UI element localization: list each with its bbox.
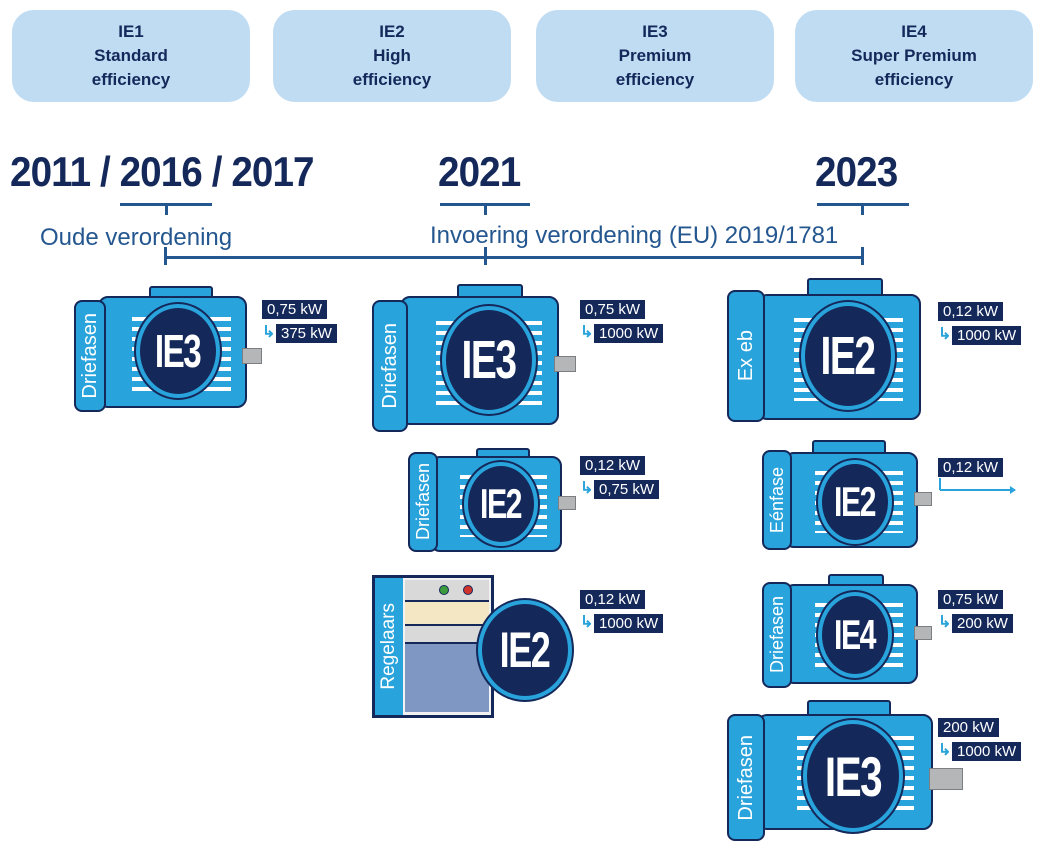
class-suffix: efficiency (615, 70, 695, 89)
arrow-icon: ↳ (580, 480, 594, 497)
year-label-2: 2021 (438, 148, 521, 195)
led-green-icon (439, 585, 449, 595)
motor-single-phase-ie2: Eénfase IE2 (762, 440, 937, 552)
motor-endcap: Eénfase (762, 450, 792, 550)
efficiency-badge: IE2 (464, 462, 538, 546)
controller-dots-panel (405, 626, 489, 644)
power-from: 0,75 kW (580, 300, 646, 319)
year-label-1: 2011 / 2016 / 2017 (10, 148, 315, 195)
efficiency-badge: IE2 (478, 600, 572, 700)
motor-type-label: Driefasen (378, 323, 401, 409)
controller-side-strip: Regelaars (375, 578, 403, 715)
efficiency-badge: IE3 (136, 304, 220, 398)
arrow-icon: ↳ (580, 324, 594, 341)
power-to: 375 kW (276, 324, 337, 343)
motor-three-phase-ie3-early: Driefasen IE3 (74, 286, 264, 412)
motor-three-phase-ie2-small: Driefasen IE2 (408, 448, 578, 558)
motor-three-phase-ie4: Driefasen IE4 (762, 574, 937, 690)
efficiency-badge: IE2 (818, 460, 892, 544)
motor-endcap: Driefasen (762, 582, 792, 688)
motor-three-phase-ie3-high-power: Driefasen IE3 (727, 700, 967, 841)
power-to: 1000 kW (952, 326, 1022, 345)
class-ie3-box: IE3 Premium efficiency (536, 10, 774, 102)
power-from: 0,75 kW (938, 590, 1004, 609)
motor-shaft (914, 492, 932, 506)
class-ie4-box: IE4 Super Premium efficiency (795, 10, 1033, 102)
controller-mid-panel (405, 602, 489, 626)
class-code: IE1 (118, 22, 144, 41)
power-to: 1000 kW (594, 324, 664, 343)
class-ie1-box: IE1 Standard efficiency (12, 10, 250, 102)
efficiency-badge: IE4 (818, 592, 892, 678)
motor-endcap: Driefasen (372, 300, 408, 432)
motor-type-label: Driefasen (766, 596, 787, 674)
timeline-drop-1 (164, 247, 167, 265)
power-to: 1000 kW (594, 614, 664, 633)
old-regulation-label: Oude verordening (40, 224, 233, 251)
class-code: IE4 (901, 22, 927, 41)
motor-ex-eb-ie2: Ex eb IE2 (727, 278, 937, 426)
class-code: IE3 (642, 22, 668, 41)
controller-cabinet: Regelaars (372, 575, 494, 718)
class-suffix: efficiency (352, 70, 432, 89)
controller-display-panel (405, 580, 489, 602)
motor-endcap: Driefasen (408, 452, 438, 552)
open-ended-arrow-icon (939, 478, 1016, 494)
motor-endcap: Driefasen (74, 300, 106, 412)
motor-endcap: Ex eb (727, 290, 765, 422)
year1-tick (165, 203, 168, 215)
timeline-drop-3 (861, 247, 864, 265)
class-code: IE2 (379, 22, 405, 41)
power-to: 200 kW (952, 614, 1013, 633)
controller-lower-panel (405, 644, 489, 712)
motor-type-label: Driefasen (734, 734, 757, 821)
class-suffix: efficiency (874, 70, 954, 89)
timeline-drop-2 (484, 247, 487, 265)
motor-type-label: Eénfase (766, 466, 787, 534)
power-from: 200 kW (938, 718, 999, 737)
efficiency-badge: IE3 (442, 306, 536, 414)
motor-shaft (242, 348, 262, 364)
timeline-axis (164, 256, 864, 259)
efficiency-badge: IE2 (801, 302, 895, 410)
motor-type-label: Ex eb (734, 330, 757, 382)
motor-type-label: Driefasen (78, 313, 101, 399)
power-to: 1000 kW (952, 742, 1022, 761)
year-label-3: 2023 (815, 148, 898, 195)
new-regulation-label: Invoering verordening (EU) 2019/1781 (430, 222, 839, 249)
power-from: 0,12 kW (938, 302, 1004, 321)
arrow-icon: ↳ (938, 326, 952, 343)
motor-shaft (929, 768, 963, 790)
power-to: 0,75 kW (594, 480, 660, 499)
arrow-icon: ↳ (938, 742, 952, 759)
motor-type-label: Regelaars (378, 603, 399, 690)
efficiency-badge: IE3 (803, 720, 903, 832)
class-name: Premium (618, 46, 692, 65)
power-from: 0,12 kW (580, 590, 646, 609)
motor-type-label: Driefasen (412, 463, 433, 541)
motor-shaft (558, 496, 576, 510)
class-name: Standard (94, 46, 168, 65)
motor-three-phase-ie3-large: Driefasen IE3 (372, 284, 577, 434)
motor-shaft (554, 356, 576, 372)
class-name: High (373, 46, 411, 65)
motor-endcap: Driefasen (727, 714, 765, 841)
arrow-icon: ↳ (938, 614, 952, 631)
class-name: Super Premium (851, 46, 977, 65)
power-from: 0,75 kW (262, 300, 328, 319)
class-suffix: efficiency (91, 70, 171, 89)
motor-shaft (914, 626, 932, 640)
arrow-icon: ↳ (580, 614, 594, 631)
arrow-icon: ↳ (262, 324, 276, 341)
year3-tick (861, 203, 864, 215)
class-ie2-box: IE2 High efficiency (273, 10, 511, 102)
year2-tick (484, 203, 487, 215)
led-red-icon (463, 585, 473, 595)
power-from: 0,12 kW (938, 458, 1004, 477)
power-from: 0,12 kW (580, 456, 646, 475)
